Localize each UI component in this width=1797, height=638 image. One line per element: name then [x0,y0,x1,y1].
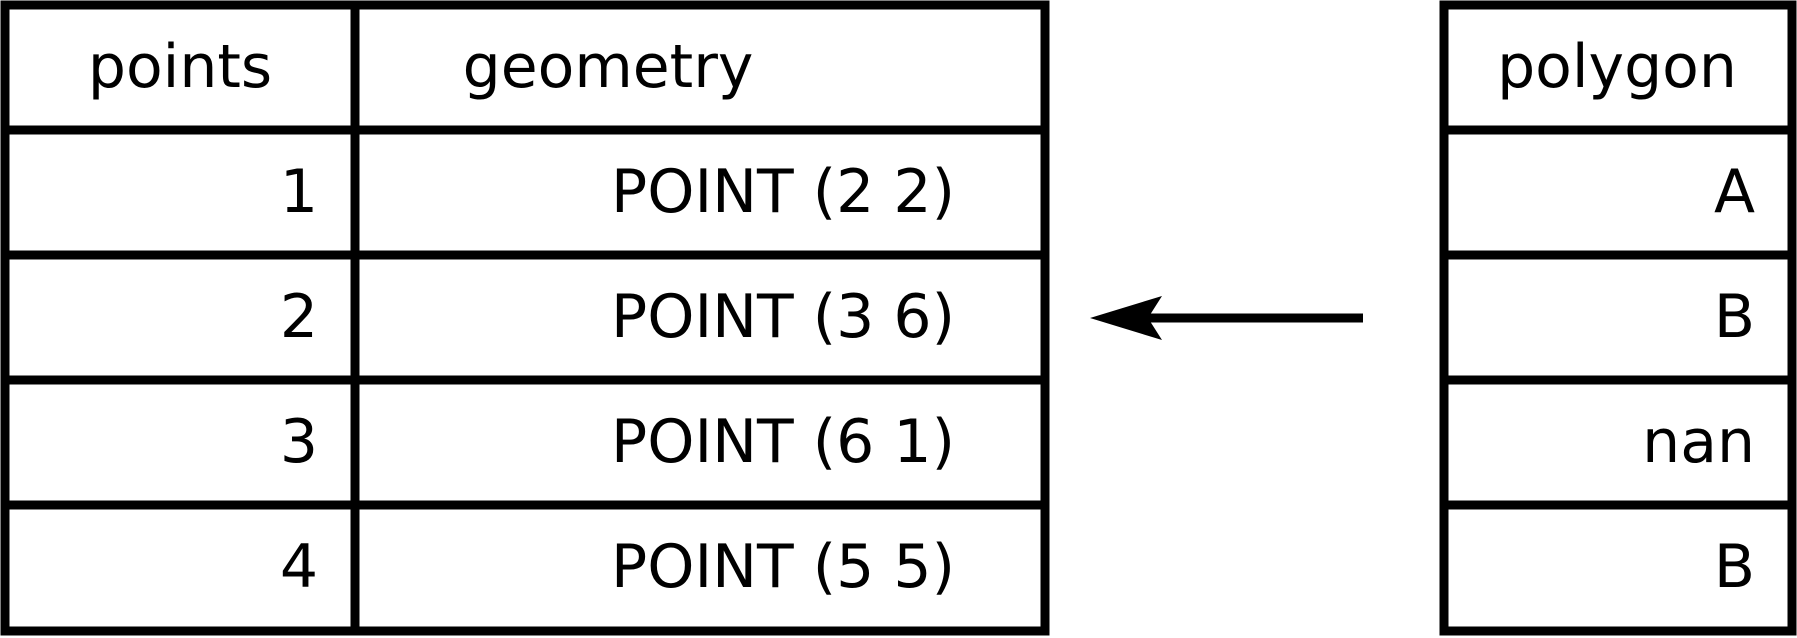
geometry-cell: POINT (3 6) [611,282,955,352]
geometry-cell: POINT (5 5) [611,532,955,602]
points-cell: 3 [280,407,318,477]
polygon-cell: nan [1642,407,1755,477]
polygon-cell: A [1714,157,1755,227]
geometry-cell: POINT (6 1) [611,407,955,477]
right-table-border [1439,0,1797,636]
arrow-head [1090,296,1162,340]
polygon-cell: B [1714,282,1755,352]
geometry-cell: POINT (2 2) [611,157,955,227]
polygon-cell: B [1714,532,1755,602]
points-cell: 1 [280,157,318,227]
left-table: points geometry 1 POINT (2 2) 2 POINT (3… [0,0,1050,636]
left-arrow-icon [1090,296,1363,340]
points-cell: 2 [280,282,318,352]
right-table: polygon A B nan B [1439,0,1797,636]
header-polygon: polygon [1497,32,1737,102]
header-geometry: geometry [463,32,754,102]
points-cell: 4 [280,532,318,602]
left-table-border [0,0,1050,636]
header-points: points [88,32,272,102]
